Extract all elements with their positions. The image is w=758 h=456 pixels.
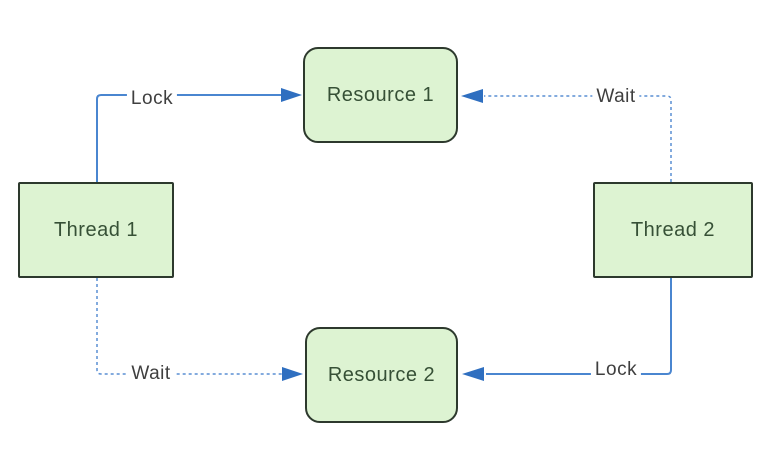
- edge-thread2-wait-resource1: [484, 95, 672, 182]
- node-label: Resource 2: [327, 363, 436, 386]
- node-resource-1: Resource 1: [303, 47, 458, 143]
- edge-thread1-wait-resource2: [96, 278, 283, 375]
- arrowhead-icon: [461, 89, 483, 103]
- node-label: Thread 1: [53, 218, 139, 241]
- arrowhead-icon: [462, 367, 484, 381]
- arrowhead-icon: [281, 88, 302, 102]
- node-thread-2: Thread 2: [593, 182, 753, 278]
- edge-thread2-lock-resource2: [486, 278, 672, 375]
- node-resource-2: Resource 2: [305, 327, 458, 423]
- node-thread-1: Thread 1: [18, 182, 174, 278]
- node-label: Thread 2: [630, 218, 716, 241]
- edge-thread1-lock-resource1: [96, 94, 282, 182]
- edge-label-wait-thread2: Wait: [592, 86, 640, 108]
- edge-label-lock-thread2: Lock: [590, 359, 642, 381]
- edge-label-wait-thread1: Wait: [127, 363, 175, 385]
- node-label: Resource 1: [326, 83, 435, 106]
- arrowhead-icon: [282, 367, 303, 381]
- edge-label-lock-thread1: Lock: [126, 88, 178, 110]
